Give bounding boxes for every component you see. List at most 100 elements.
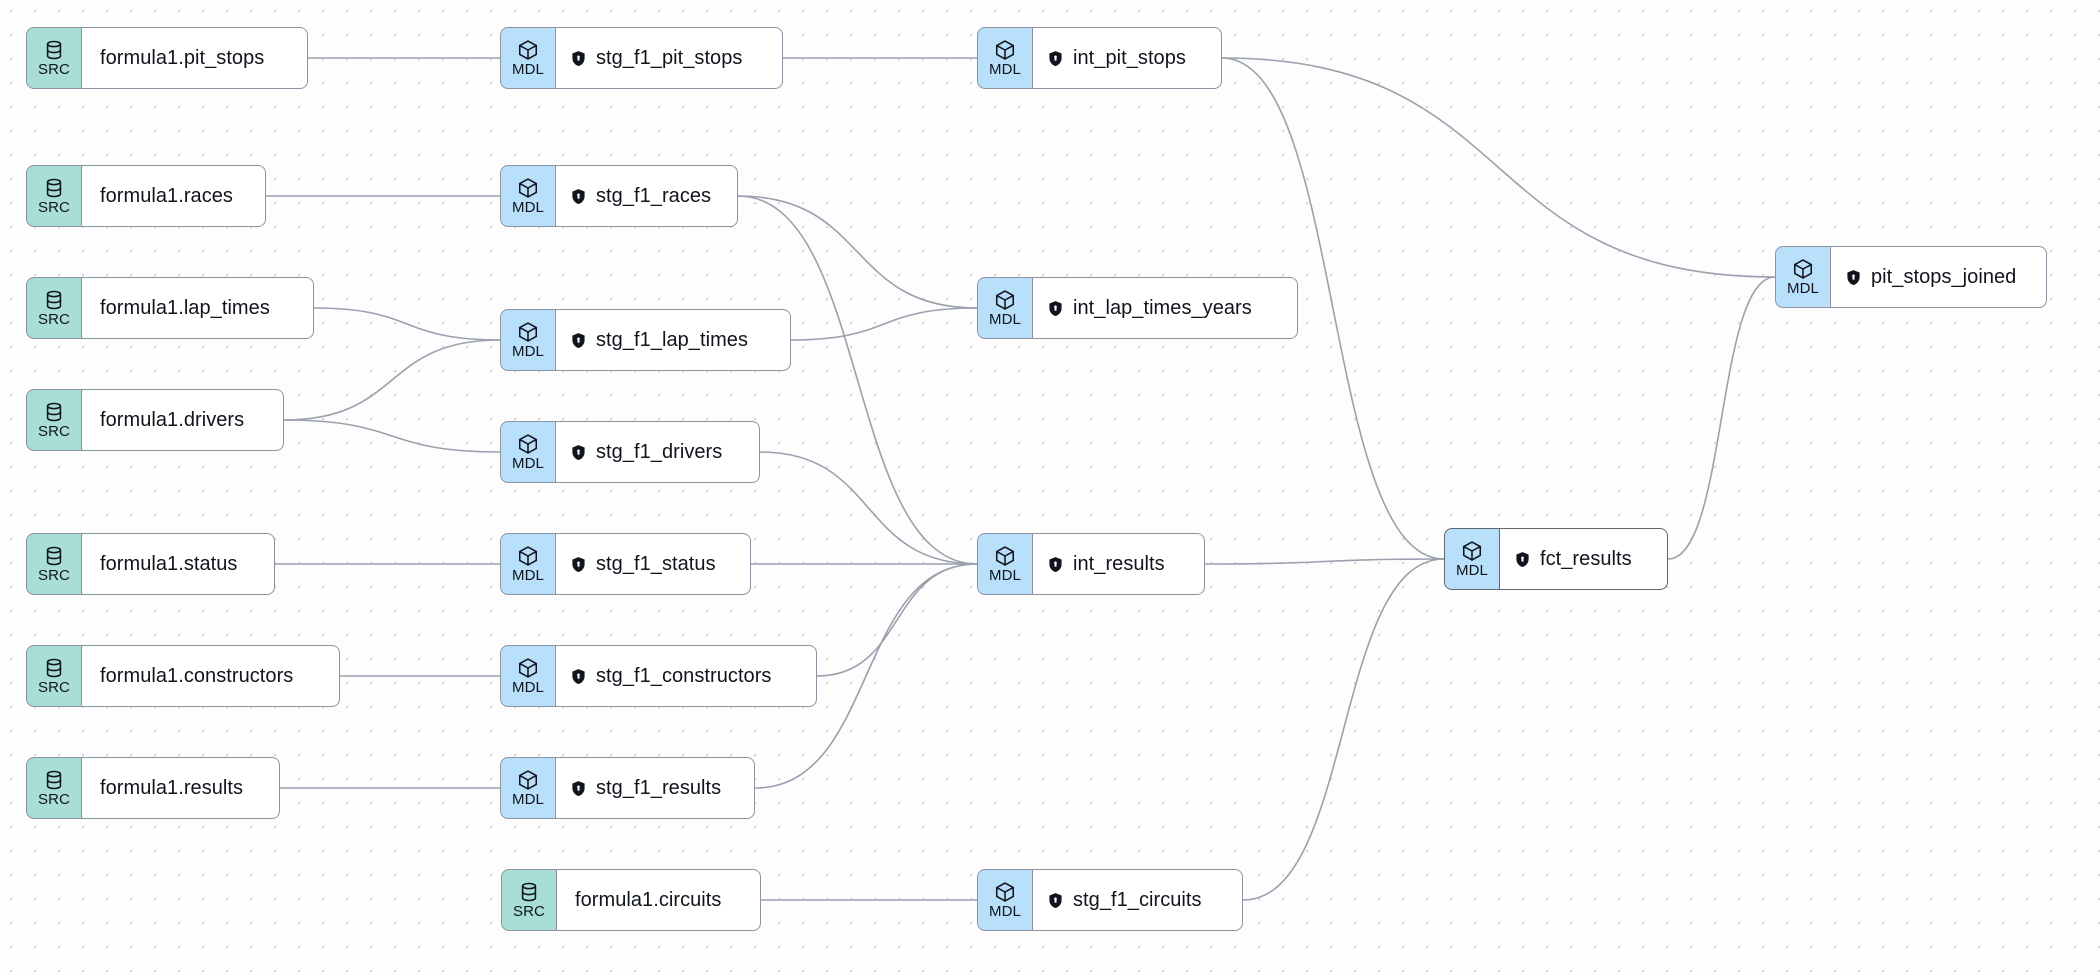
edge-src_drivers-to-stg_lap_times bbox=[283, 339, 501, 421]
badge-label: SRC bbox=[38, 61, 70, 78]
node-body[interactable]: int_lap_times_years bbox=[1033, 277, 1298, 339]
node-label: stg_f1_pit_stops bbox=[596, 47, 743, 69]
source-badge: SRC bbox=[501, 869, 557, 931]
source-badge: SRC bbox=[26, 533, 82, 595]
node-body[interactable]: stg_f1_constructors bbox=[556, 645, 817, 707]
node-body[interactable]: pit_stops_joined bbox=[1831, 246, 2047, 308]
graph-node-pit_stops_joined[interactable]: MDL pit_stops_joined bbox=[1775, 246, 2047, 308]
node-body[interactable]: formula1.circuits bbox=[557, 869, 761, 931]
edge-stg_constructors-to-int_results bbox=[816, 563, 978, 677]
database-icon bbox=[43, 289, 65, 311]
source-badge: SRC bbox=[26, 645, 82, 707]
node-body[interactable]: stg_f1_circuits bbox=[1033, 869, 1243, 931]
shield-icon bbox=[570, 444, 587, 461]
graph-node-src_status[interactable]: SRC formula1.status bbox=[26, 533, 275, 595]
badge-label: MDL bbox=[989, 61, 1021, 78]
database-icon bbox=[43, 769, 65, 791]
node-body[interactable]: formula1.lap_times bbox=[82, 277, 314, 339]
badge-label: MDL bbox=[512, 791, 544, 808]
edge-src_drivers-to-stg_drivers bbox=[283, 419, 501, 453]
edge-stg_lap_times-to-int_lap_times_years bbox=[790, 307, 978, 341]
badge-label: MDL bbox=[512, 199, 544, 216]
graph-node-stg_races[interactable]: MDL stg_f1_races bbox=[500, 165, 738, 227]
node-body[interactable]: formula1.results bbox=[82, 757, 280, 819]
cube-icon bbox=[517, 769, 539, 791]
model-badge: MDL bbox=[977, 27, 1033, 89]
node-body[interactable]: formula1.races bbox=[82, 165, 266, 227]
cube-icon bbox=[994, 545, 1016, 567]
shield-icon bbox=[1514, 551, 1531, 568]
model-badge: MDL bbox=[500, 421, 556, 483]
node-body[interactable]: formula1.constructors bbox=[82, 645, 340, 707]
source-badge: SRC bbox=[26, 757, 82, 819]
node-label: stg_f1_results bbox=[596, 777, 722, 799]
badge-label: SRC bbox=[38, 791, 70, 808]
graph-node-src_races[interactable]: SRC formula1.races bbox=[26, 165, 266, 227]
node-body[interactable]: stg_f1_status bbox=[556, 533, 751, 595]
node-body[interactable]: formula1.drivers bbox=[82, 389, 284, 451]
cube-icon bbox=[517, 545, 539, 567]
graph-node-stg_drivers[interactable]: MDL stg_f1_drivers bbox=[500, 421, 760, 483]
model-badge: MDL bbox=[977, 869, 1033, 931]
badge-label: MDL bbox=[1456, 562, 1488, 579]
graph-node-fct_results[interactable]: MDL fct_results bbox=[1444, 528, 1668, 590]
node-body[interactable]: formula1.pit_stops bbox=[82, 27, 308, 89]
source-badge: SRC bbox=[26, 277, 82, 339]
node-label: formula1.drivers bbox=[100, 409, 245, 431]
shield-icon bbox=[570, 188, 587, 205]
cube-icon bbox=[994, 289, 1016, 311]
cube-icon bbox=[517, 433, 539, 455]
node-label: formula1.circuits bbox=[575, 889, 722, 911]
node-body[interactable]: stg_f1_drivers bbox=[556, 421, 760, 483]
graph-node-stg_circuits[interactable]: MDL stg_f1_circuits bbox=[977, 869, 1243, 931]
node-body[interactable]: stg_f1_results bbox=[556, 757, 755, 819]
cube-icon bbox=[994, 881, 1016, 903]
cube-icon bbox=[994, 39, 1016, 61]
source-badge: SRC bbox=[26, 165, 82, 227]
model-badge: MDL bbox=[500, 309, 556, 371]
source-badge: SRC bbox=[26, 27, 82, 89]
node-body[interactable]: formula1.status bbox=[82, 533, 275, 595]
model-badge: MDL bbox=[500, 757, 556, 819]
graph-node-src_results[interactable]: SRC formula1.results bbox=[26, 757, 280, 819]
node-body[interactable]: stg_f1_races bbox=[556, 165, 738, 227]
node-body[interactable]: fct_results bbox=[1500, 528, 1668, 590]
badge-label: MDL bbox=[1787, 280, 1819, 297]
edge-stg_circuits-to-fct_results bbox=[1242, 558, 1445, 901]
cube-icon bbox=[1461, 540, 1483, 562]
node-label: stg_f1_races bbox=[596, 185, 712, 207]
node-body[interactable]: stg_f1_lap_times bbox=[556, 309, 791, 371]
database-icon bbox=[43, 401, 65, 423]
shield-icon bbox=[1047, 300, 1064, 317]
node-label: stg_f1_constructors bbox=[596, 665, 772, 687]
node-label: formula1.races bbox=[100, 185, 233, 207]
badge-label: MDL bbox=[512, 455, 544, 472]
graph-node-src_pit_stops[interactable]: SRC formula1.pit_stops bbox=[26, 27, 308, 89]
graph-node-src_circuits[interactable]: SRC formula1.circuits bbox=[501, 869, 761, 931]
edge-fct_results-to-pit_stops_joined bbox=[1667, 276, 1776, 560]
database-icon bbox=[518, 881, 540, 903]
shield-icon bbox=[1047, 892, 1064, 909]
node-body[interactable]: int_pit_stops bbox=[1033, 27, 1222, 89]
node-label: formula1.status bbox=[100, 553, 238, 575]
edge-int_pit_stops-to-pit_stops_joined bbox=[1221, 57, 1776, 278]
node-body[interactable]: int_results bbox=[1033, 533, 1205, 595]
edge-src_lap_times-to-stg_lap_times bbox=[313, 307, 501, 341]
badge-label: MDL bbox=[989, 903, 1021, 920]
edge-stg_races-to-int_lap_times_years bbox=[737, 195, 978, 309]
graph-node-int_pit_stops[interactable]: MDL int_pit_stops bbox=[977, 27, 1222, 89]
node-body[interactable]: stg_f1_pit_stops bbox=[556, 27, 783, 89]
graph-node-stg_results[interactable]: MDL stg_f1_results bbox=[500, 757, 755, 819]
shield-icon bbox=[570, 332, 587, 349]
